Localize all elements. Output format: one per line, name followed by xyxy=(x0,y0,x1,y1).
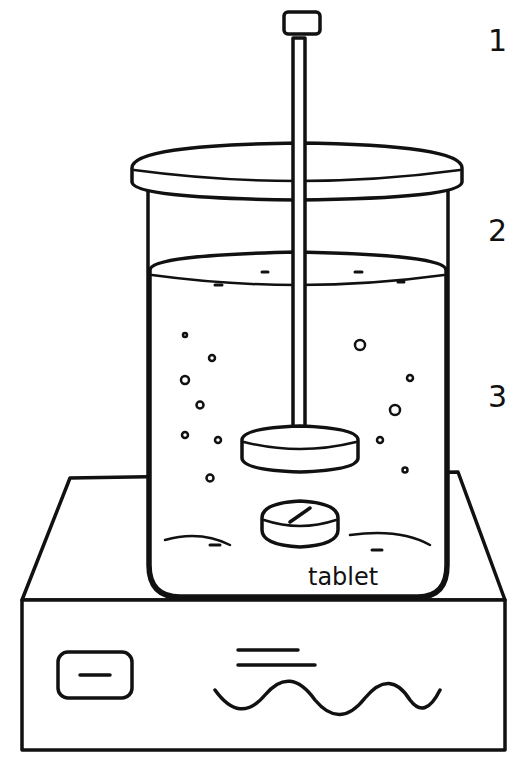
control-knob xyxy=(58,652,132,698)
callout-number: 3 xyxy=(488,382,507,412)
part-label: tablet xyxy=(306,565,380,589)
paddle-edge xyxy=(244,442,356,449)
panel-line xyxy=(238,648,298,652)
callout-number: 1 xyxy=(488,26,507,56)
stirrer-paddle xyxy=(242,426,358,472)
rod-cap xyxy=(284,12,320,34)
panel-line xyxy=(238,663,315,667)
tablet xyxy=(262,501,338,547)
heat-wave xyxy=(215,681,440,714)
tablet-score xyxy=(290,508,310,522)
stirrer-rod xyxy=(293,38,305,438)
hotplate-body xyxy=(22,600,505,750)
tablet-edge xyxy=(264,520,336,526)
knob-mark xyxy=(80,673,110,677)
callout-number: 2 xyxy=(488,216,507,246)
surface-dashes xyxy=(210,272,404,550)
